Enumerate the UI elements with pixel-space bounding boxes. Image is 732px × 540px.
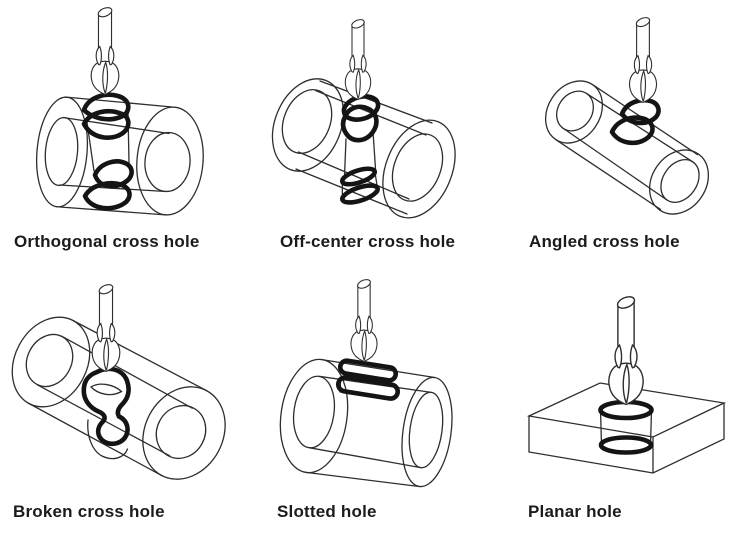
drill-bit-icon [350,277,378,362]
label-off-center-cross-hole: Off-center cross hole [280,232,456,251]
label-planar-hole: Planar hole [528,502,622,521]
label-broken-cross-hole: Broken cross hole [13,502,165,521]
figure-broken-cross-hole [11,282,226,480]
drill-bit-icon [628,15,658,103]
drill-bit-icon [90,5,120,96]
figure-angled-cross-hole [544,15,710,215]
figure-orthogonal-cross-hole [35,5,204,216]
label-slotted-hole: Slotted hole [277,502,377,521]
label-angled-cross-hole: Angled cross hole [529,232,680,251]
drill-bit-icon [344,17,372,100]
label-orthogonal-cross-hole: Orthogonal cross hole [14,232,200,251]
drill-bit-icon [91,282,121,373]
figure-slotted-hole [279,277,453,488]
figure-planar-hole [526,293,727,474]
drill-bit-icon [608,293,644,406]
figure-off-center-cross-hole [271,17,456,219]
